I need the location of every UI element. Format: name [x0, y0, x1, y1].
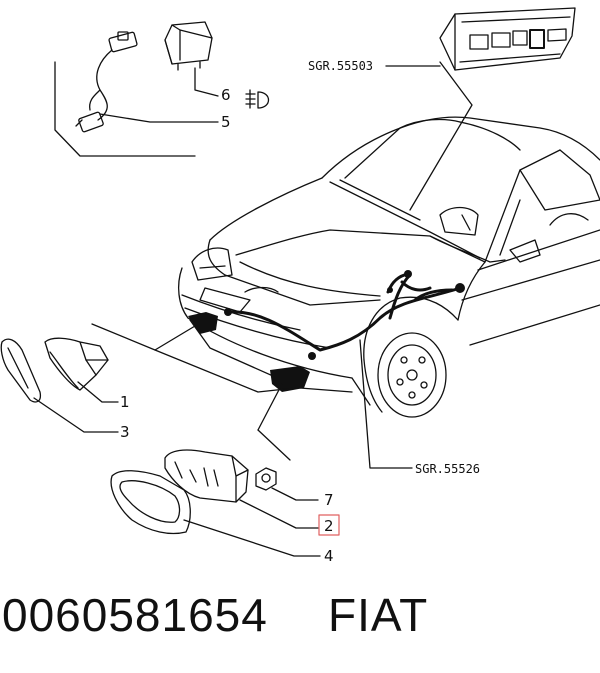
fog-lamp-left-part: [44, 337, 109, 391]
leader-3: [33, 397, 119, 433]
brand-name: FIAT: [328, 589, 429, 641]
fog-light-recess: [188, 312, 310, 392]
leader-lower-frame: [257, 429, 291, 461]
part-number: 0060581654: [2, 589, 268, 641]
callout-3: 3: [120, 423, 130, 441]
cable-connector-part: [75, 31, 138, 133]
leader-5: [99, 113, 219, 123]
reference-sgr-top: SGR.55503: [308, 59, 373, 73]
footer: 0060581654 FIAT: [0, 588, 600, 648]
callout-4: 4: [324, 547, 334, 565]
callout-5: 5: [221, 113, 231, 131]
callout-6: 6: [221, 86, 231, 104]
fog-bezel-left-part: [0, 338, 42, 403]
inset-frame: [54, 61, 196, 157]
reference-sgr-bottom: SGR.55526: [415, 462, 480, 476]
leader-sgr-bottom: [359, 339, 413, 469]
wiring-harness: [226, 272, 462, 352]
leader-7: [271, 487, 319, 501]
callout-1: 1: [120, 393, 130, 411]
leader-left-recess: [91, 323, 196, 351]
callout-2-highlight: [318, 514, 340, 536]
fog-bezel-right-part: [110, 470, 191, 535]
leader-1: [77, 381, 119, 403]
nut-part: [255, 467, 277, 491]
front-wheel: [377, 332, 447, 418]
control-panel-part: [439, 7, 576, 71]
callout-7: 7: [324, 491, 334, 509]
callout-2: 2: [324, 517, 334, 535]
leader-2: [239, 499, 319, 529]
leader-6: [194, 67, 219, 97]
leader-4: [183, 519, 321, 557]
harness-connectors: [224, 270, 465, 360]
leader-mid-recess: [154, 349, 296, 393]
fog-lamp-right-part: [164, 449, 249, 503]
relay-part: [164, 21, 213, 71]
leader-right-recess: [257, 383, 283, 431]
fog-light-icon: [245, 89, 270, 109]
leader-panel: [409, 61, 473, 211]
